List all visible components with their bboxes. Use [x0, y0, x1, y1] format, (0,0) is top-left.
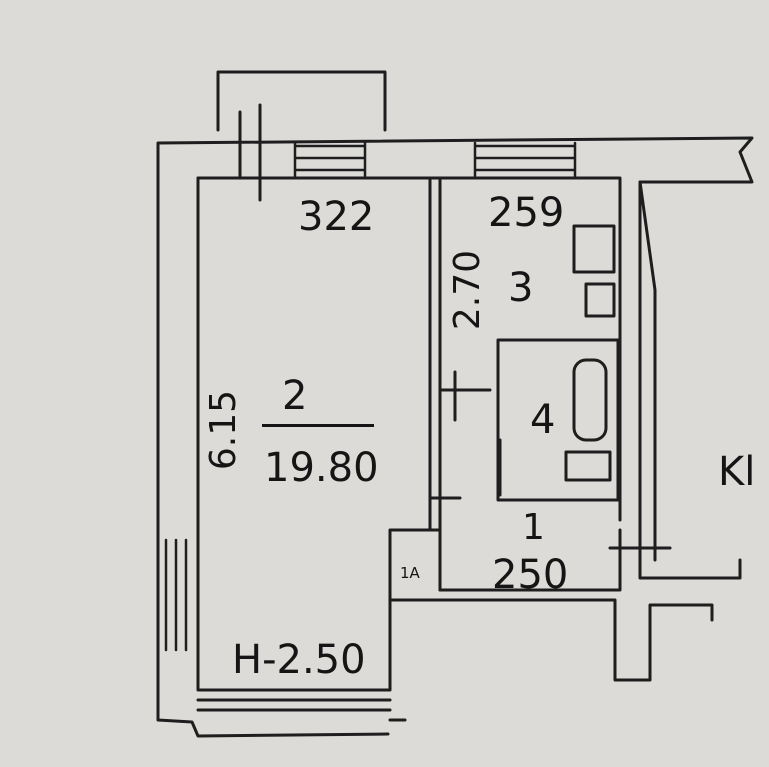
window-kitchen: [473, 141, 577, 178]
room-1a-number: 1A: [400, 564, 420, 582]
kitchen-width-label: 259: [488, 190, 565, 236]
inner-wall-top: [196, 176, 622, 522]
stove-outline: [572, 224, 616, 274]
room-2-depth-label: 6.15: [203, 390, 244, 471]
kitchen-sink-outline: [584, 282, 616, 318]
room-3-number: 3: [508, 265, 534, 311]
kitchen-depth-label: 2.70: [447, 250, 488, 331]
edge-text: Kl: [718, 449, 756, 495]
room-2-area: 19.80: [264, 445, 379, 491]
room-4-number: 4: [530, 397, 556, 443]
partition-room-kitchen: [428, 176, 442, 592]
room-2-fraction-line: [262, 424, 374, 427]
ceiling-height-label: H-2.50: [232, 637, 366, 683]
room-1-number: 1: [522, 507, 545, 548]
balcony-outline: [216, 70, 387, 132]
hall-walls: [388, 528, 714, 722]
right-wall: [618, 180, 657, 562]
sink-outline: [564, 450, 612, 482]
window-left: [164, 538, 188, 652]
bathtub-outline: [572, 358, 608, 442]
room-2-number: 2: [282, 373, 308, 419]
door-marks: [238, 103, 672, 550]
outer-wall-top: [156, 136, 754, 738]
room-2-width-label: 322: [298, 194, 375, 240]
bathroom-outline: [496, 338, 620, 502]
window-room: [293, 141, 367, 178]
hall-width-label: 250: [492, 552, 569, 598]
room-2-walls: [196, 176, 392, 692]
bottom-wall: [196, 698, 392, 712]
